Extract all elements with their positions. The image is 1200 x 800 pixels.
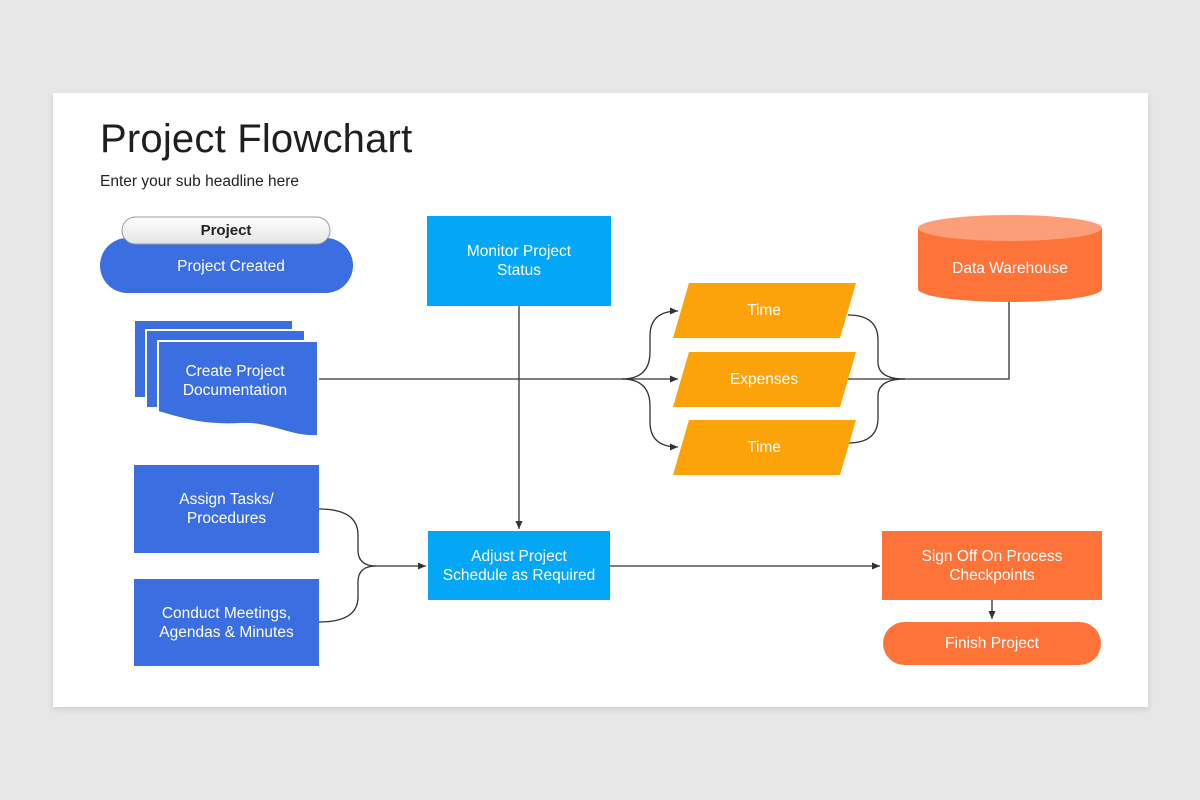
expenses-shape xyxy=(673,352,856,407)
assign-tasks-shape xyxy=(134,465,319,553)
time-bottom-shape xyxy=(673,420,856,475)
monitor-status-shape xyxy=(427,216,611,306)
sign-off-shape xyxy=(882,531,1102,600)
connectors xyxy=(318,302,1010,623)
connector-brace-to-time-bottom xyxy=(621,378,679,451)
connector-time-top-to-merge xyxy=(847,314,906,380)
page-subtitle: Enter your sub headline here xyxy=(100,173,300,190)
connector-assign-to-adjust xyxy=(318,508,377,567)
page-title: Project Flowchart xyxy=(100,117,413,161)
data-warehouse-shape xyxy=(918,215,1102,302)
finish-project-shape xyxy=(883,622,1101,665)
conduct-meetings-shape xyxy=(134,579,319,666)
time-top-shape xyxy=(673,283,856,338)
connector-meetings-to-adjust xyxy=(318,565,377,623)
connector-merge-to-warehouse xyxy=(905,302,1010,380)
connector-brace-to-time-top xyxy=(621,307,679,380)
create-documentation-shape xyxy=(135,321,319,438)
project-created-shape xyxy=(100,238,353,293)
adjust-schedule-shape xyxy=(428,531,610,600)
connector-time-bottom-to-merge xyxy=(847,378,906,444)
project-tab-shape xyxy=(121,216,331,245)
